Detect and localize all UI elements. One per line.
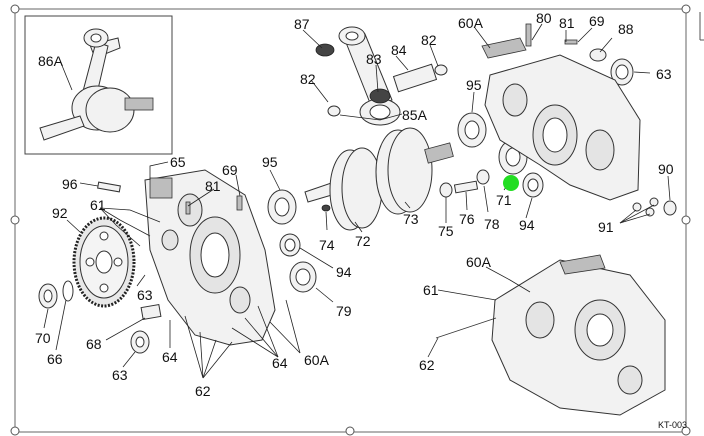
label-76: 76 xyxy=(459,211,475,227)
label-86A: 86A xyxy=(38,53,64,69)
label-71: 71 xyxy=(496,192,512,208)
resize-handle-right[interactable] xyxy=(681,215,691,225)
resize-handle-bottom-right[interactable] xyxy=(681,426,691,436)
label-60A-middle: 60A xyxy=(304,352,330,368)
resize-handle-top-left[interactable] xyxy=(10,4,20,14)
resize-handle-bottom[interactable] xyxy=(345,426,355,436)
gear-92 xyxy=(72,216,136,308)
label-91: 91 xyxy=(598,219,614,235)
bearings-and-seals xyxy=(38,48,677,354)
resize-handle-bottom-left[interactable] xyxy=(10,426,20,436)
label-85A: 85A xyxy=(402,107,428,123)
resize-handle-left[interactable] xyxy=(10,215,20,225)
label-73: 73 xyxy=(403,211,419,227)
part-labels: 86A 87 84 82 83 82 85A 60A 80 81 69 88 6… xyxy=(35,10,687,430)
green-marker[interactable] xyxy=(503,175,519,191)
leader-lines xyxy=(43,23,671,379)
label-63-bottom: 63 xyxy=(112,367,128,383)
label-66: 66 xyxy=(47,351,63,367)
label-94-right: 94 xyxy=(519,217,535,233)
crankshaft-assembly xyxy=(304,127,454,231)
label-62-left: 62 xyxy=(195,383,211,399)
label-95-left: 95 xyxy=(262,154,278,170)
label-83: 83 xyxy=(366,51,382,67)
label-88: 88 xyxy=(618,21,634,37)
label-75: 75 xyxy=(438,223,454,239)
label-64-left: 64 xyxy=(162,349,178,365)
label-69-top: 69 xyxy=(589,13,605,29)
label-64-right: 64 xyxy=(272,355,288,371)
label-61-left: 61 xyxy=(90,197,106,213)
label-79: 79 xyxy=(336,303,352,319)
label-92: 92 xyxy=(52,205,68,221)
label-82-top-right: 82 xyxy=(421,32,437,48)
label-65: 65 xyxy=(170,154,186,170)
label-82-left: 82 xyxy=(300,71,316,87)
label-81-top: 81 xyxy=(559,15,575,31)
label-60A-top: 60A xyxy=(458,15,484,31)
assembled-crankcase xyxy=(435,254,666,416)
label-80: 80 xyxy=(536,10,552,26)
crankcase-left-half xyxy=(144,169,276,346)
label-62-bottom: 62 xyxy=(419,357,435,373)
label-68: 68 xyxy=(86,336,102,352)
label-95-right: 95 xyxy=(466,77,482,93)
label-63-top: 63 xyxy=(656,66,672,82)
inset-crankshaft-86a xyxy=(24,15,173,155)
label-74: 74 xyxy=(319,237,335,253)
label-96: 96 xyxy=(62,176,78,192)
label-87: 87 xyxy=(294,16,310,32)
label-72: 72 xyxy=(355,233,371,249)
label-63-mid: 63 xyxy=(137,287,153,303)
label-81-left: 81 xyxy=(205,178,221,194)
label-84: 84 xyxy=(391,42,407,58)
label-70: 70 xyxy=(35,330,51,346)
small-fasteners xyxy=(185,23,578,215)
label-60A-bottom: 60A xyxy=(466,254,492,270)
label-94-left: 94 xyxy=(336,264,352,280)
crankcase-right-half-top xyxy=(481,37,641,201)
label-69-left: 69 xyxy=(222,162,238,178)
resize-handle-top-right[interactable] xyxy=(681,4,691,14)
figure-code: KT-003 xyxy=(658,420,687,430)
label-78: 78 xyxy=(484,216,500,232)
label-61-bottom: 61 xyxy=(423,282,439,298)
label-90: 90 xyxy=(658,161,674,177)
